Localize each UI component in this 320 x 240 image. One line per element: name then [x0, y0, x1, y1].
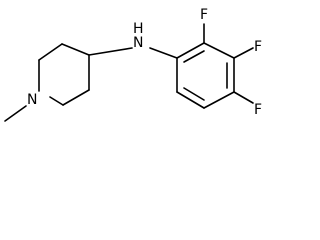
bond-ar-2	[203, 42, 235, 59]
bond-ring-lower-right	[62, 89, 90, 106]
bond-c-f-bottom	[233, 91, 254, 104]
fluorine-mid-label: F	[254, 39, 262, 55]
benzene-ring	[176, 42, 235, 109]
bond-ar-double-1	[183, 50, 205, 63]
bond-ar-double-3	[183, 87, 205, 101]
fluorine-top-label: F	[200, 7, 208, 23]
ring-nitrogen-label: N	[27, 92, 37, 108]
amine-nitrogen-label: N	[133, 35, 143, 51]
amine-hydrogen-label: H	[133, 21, 144, 37]
bond-ar-4	[203, 91, 235, 109]
bond-ring-upper-left	[38, 43, 63, 61]
bond-methyl	[4, 105, 27, 122]
bond-ar-5	[176, 91, 205, 109]
piperidine-ring	[38, 43, 90, 106]
bond-c4-nh	[88, 47, 133, 56]
bond-ar-1	[176, 42, 205, 59]
bond-c-f-mid	[233, 47, 254, 59]
bond-ring-lower-n	[49, 96, 64, 106]
chemical-structure: N N H F F F	[4, 7, 262, 122]
fluorine-bottom-label: F	[254, 102, 262, 118]
bond-nh-aryl	[149, 47, 178, 59]
bond-ring-upper-right	[61, 43, 90, 56]
